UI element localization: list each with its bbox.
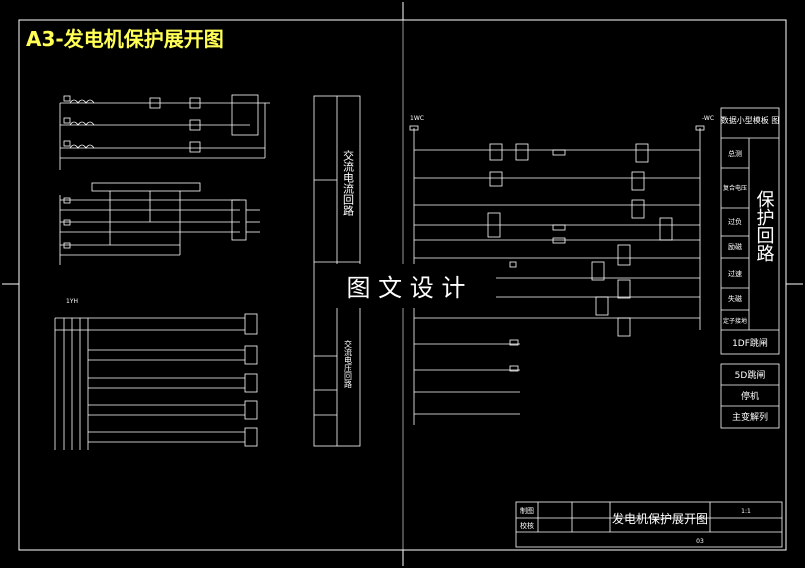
right-table-row-3: 过负 — [728, 217, 742, 226]
bottom-box-2: 5D跳闸 — [735, 369, 766, 381]
current-circuit-2 — [59, 182, 260, 265]
label-source-right: -WC — [702, 115, 714, 122]
left-table-label-voltage: 交流电压回路 — [344, 339, 353, 388]
drawing-title: A3-发电机保护展开图 — [26, 27, 224, 51]
right-table-row-5: 过速 — [728, 269, 742, 278]
right-table-header: 数据小型模板 图 — [721, 115, 780, 125]
left-table-label-current: 交流电流回路 — [342, 149, 355, 217]
watermark-text: 图 文 设 计 — [347, 274, 466, 302]
title-block-row2-label: 校核 — [520, 521, 534, 530]
bottom-box-1: 1DF跳闸 — [732, 337, 768, 349]
title-block — [515, 501, 783, 548]
right-table-row-6: 失磁 — [728, 294, 742, 303]
voltage-circuit — [54, 313, 258, 450]
watermark-bg — [316, 264, 496, 308]
title-block-title: 发电机保护展开图 — [612, 511, 708, 526]
right-table-row-4: 励磁 — [728, 242, 742, 251]
right-table — [720, 107, 780, 429]
label-left-bus: 1WC — [410, 115, 424, 122]
current-circuit-1 — [59, 94, 270, 170]
right-table-row-7: 定子接地 — [723, 317, 747, 325]
protection-logic — [409, 125, 705, 425]
right-table-big-label: 保护回路 — [754, 190, 775, 262]
label-source-left: 1YH — [66, 298, 78, 305]
right-table-row-1: 总测 — [728, 149, 742, 158]
right-table-row-2: 复合电压 — [723, 184, 747, 192]
bottom-box-4: 主变解列 — [732, 411, 768, 423]
bottom-box-3: 停机 — [741, 390, 759, 402]
title-block-scale: 1:1 — [741, 508, 751, 515]
title-block-sheet: 03 — [696, 538, 704, 545]
title-block-row1-label: 制图 — [520, 506, 534, 515]
